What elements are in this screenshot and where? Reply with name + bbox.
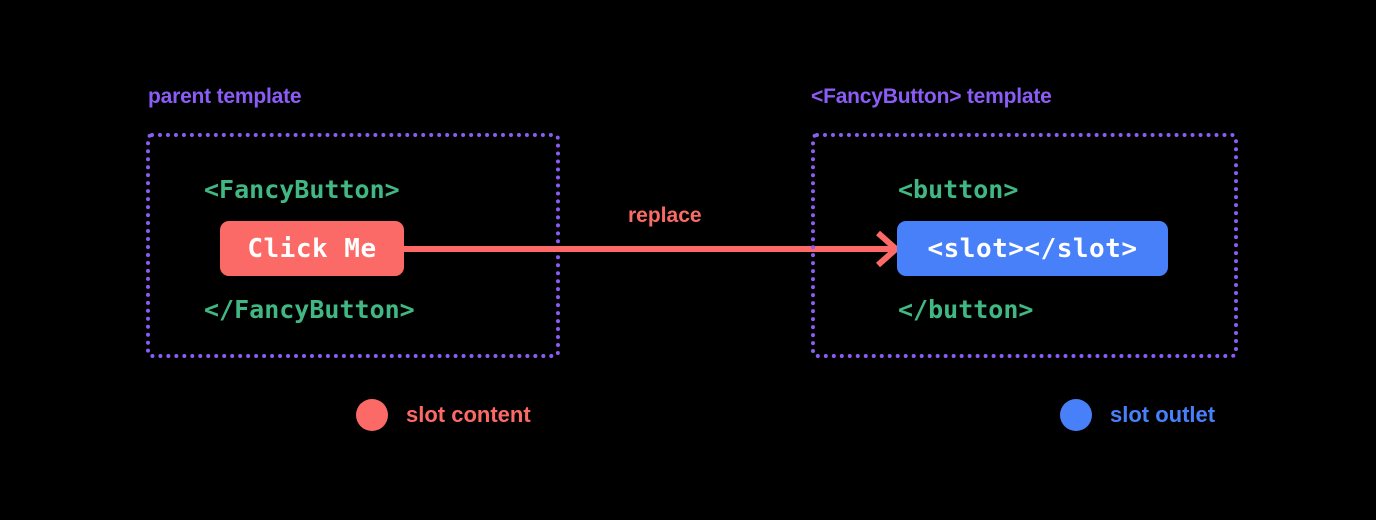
legend-label-slot-content: slot content — [406, 402, 531, 427]
fancybutton-template-box — [811, 133, 1238, 358]
slot-outlet-chip: <slot></slot> — [897, 221, 1168, 276]
code-close-fancybutton: </FancyButton> — [204, 295, 415, 324]
replace-label: replace — [628, 204, 702, 227]
legend-dot-icon-slot-content — [356, 399, 388, 431]
legend-item-slot-outlet: slot outlet — [1060, 399, 1215, 431]
replace-arrow-icon — [403, 230, 901, 268]
code-close-button: </button> — [898, 295, 1034, 324]
slot-content-chip: Click Me — [220, 221, 404, 276]
legend-item-slot-content: slot content — [356, 399, 531, 431]
code-open-button: <button> — [898, 175, 1019, 204]
code-open-fancybutton: <FancyButton> — [204, 175, 400, 204]
parent-template-box — [146, 133, 560, 358]
fancybutton-template-label: <FancyButton> template — [811, 85, 1052, 108]
legend-dot-icon-slot-outlet — [1060, 399, 1092, 431]
legend-label-slot-outlet: slot outlet — [1110, 402, 1216, 427]
parent-template-label: parent template — [148, 85, 302, 108]
